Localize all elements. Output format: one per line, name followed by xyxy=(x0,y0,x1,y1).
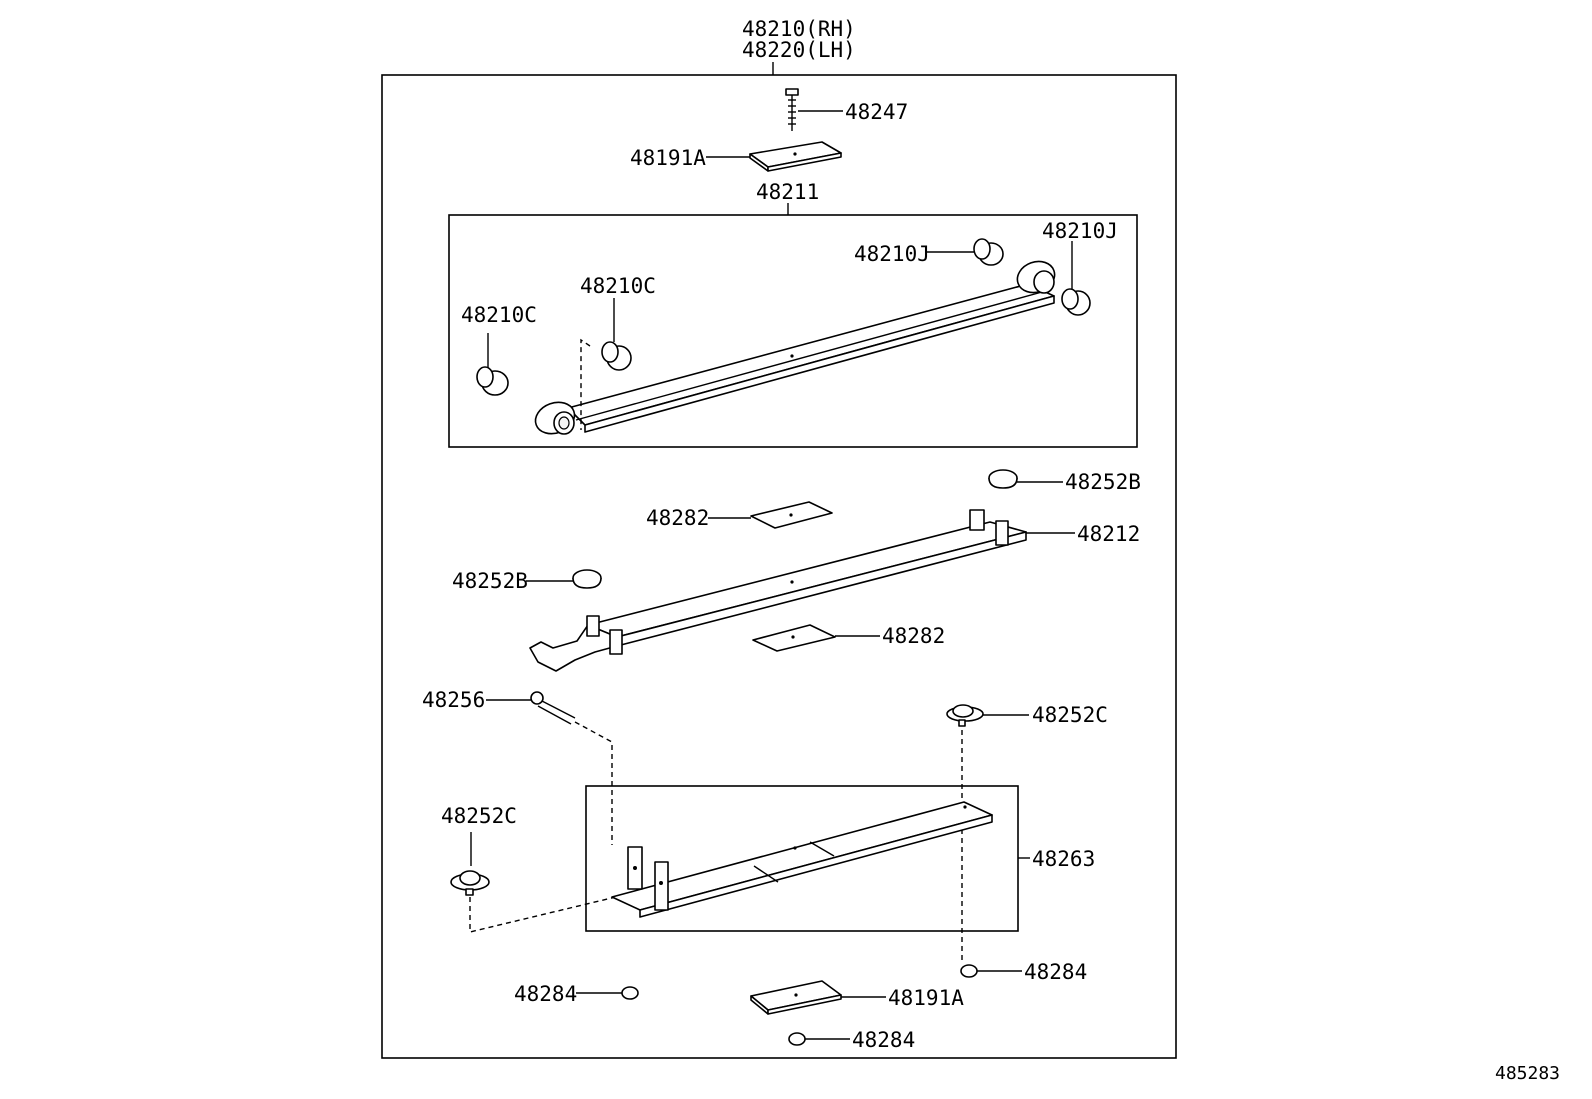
bushing-48284-right xyxy=(960,964,1022,978)
plate-48191a-bottom xyxy=(750,980,886,1015)
part-label-48210c-right: 48210C xyxy=(580,274,656,298)
bushing-48284-left xyxy=(576,986,639,1000)
cap-48252b-upper xyxy=(988,469,1063,489)
part-label-48210j-right: 48210J xyxy=(1042,219,1118,243)
bushing-48284-bottom xyxy=(788,1032,850,1046)
part-label-48212: 48212 xyxy=(1077,522,1140,546)
main-leaf-48211 xyxy=(534,260,1056,435)
main-leaf-outline xyxy=(448,214,1138,448)
bolt-48256 xyxy=(486,691,613,845)
part-label-48191a-bottom: 48191A xyxy=(888,986,964,1010)
part-label-48256: 48256 xyxy=(422,688,485,712)
cap-48252b-lower xyxy=(526,569,602,589)
secondary-leaf-48212 xyxy=(529,509,1075,672)
cap-48252c-right xyxy=(946,704,1029,960)
part-label-48282-lower: 48282 xyxy=(882,624,945,648)
part-label-48284-left: 48284 xyxy=(514,982,577,1006)
diagram-number: 485283 xyxy=(1495,1063,1560,1084)
assembly-outline xyxy=(381,74,1177,1059)
part-label-48252b-lower: 48252B xyxy=(452,569,528,593)
part-label-48284-right: 48284 xyxy=(1024,960,1087,984)
part-label-48252b-upper: 48252B xyxy=(1065,470,1141,494)
bolt-48247 xyxy=(785,88,843,131)
pad-48282-lower xyxy=(752,624,880,652)
bushing-48210j-upper xyxy=(926,238,1004,266)
part-label-48210c-left: 48210C xyxy=(461,303,537,327)
part-label-48247: 48247 xyxy=(845,100,908,124)
part-label-48282-upper: 48282 xyxy=(646,506,709,530)
lower-leaf-48263 xyxy=(611,801,1030,918)
pad-48282-upper xyxy=(708,501,833,529)
part-label-48191a-top: 48191A xyxy=(630,146,706,170)
bushing-48210c-left xyxy=(476,333,509,396)
assembly-label-rh: 48210(RH) xyxy=(742,17,856,41)
part-label-48263: 48263 xyxy=(1032,847,1095,871)
part-label-48252c-left: 48252C xyxy=(441,804,517,828)
plate-48191a-top xyxy=(706,141,842,172)
bushing-48210c-right xyxy=(580,298,632,430)
part-label-48210j-upper: 48210J xyxy=(854,242,930,266)
cap-48252c-left xyxy=(450,832,621,933)
assembly-label-lh: 48220(LH) xyxy=(742,38,856,62)
part-label-48211: 48211 xyxy=(756,180,819,204)
part-label-48284-bottom: 48284 xyxy=(852,1028,915,1052)
bushing-48210j-right xyxy=(1061,241,1091,316)
part-label-48252c-right: 48252C xyxy=(1032,703,1108,727)
